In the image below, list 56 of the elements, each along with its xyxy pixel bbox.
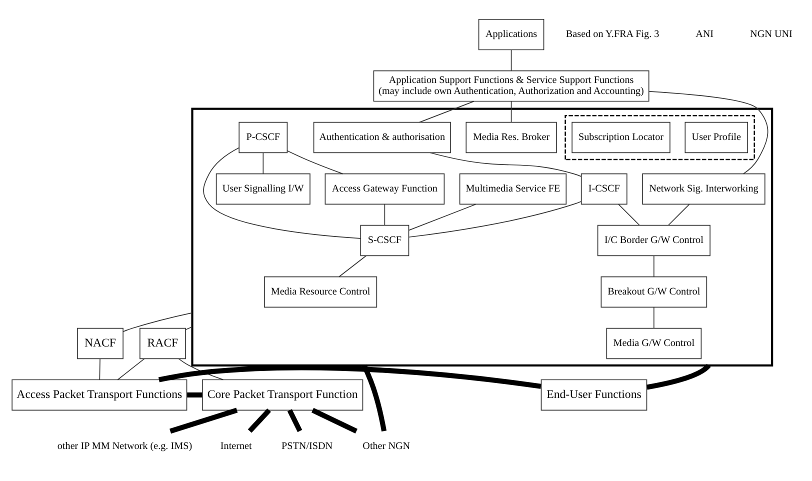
connector bbox=[668, 204, 690, 226]
node-box: Core Packet Transport Function bbox=[202, 379, 364, 411]
label: ANI bbox=[696, 29, 714, 40]
connector bbox=[122, 312, 193, 332]
node-box: Application Support Functions & Service Support Functions (may include own Authentication, Authorization and Accounting) bbox=[373, 70, 650, 102]
node-box: Multimedia Service FE bbox=[459, 173, 567, 205]
node-box: User Signalling I/W bbox=[216, 173, 310, 205]
connector bbox=[248, 408, 271, 433]
node-box: Access Packet Transport Functions bbox=[12, 379, 188, 411]
connector bbox=[648, 91, 768, 174]
node-box: I/C Border G/W Control bbox=[597, 224, 710, 256]
cluster bbox=[191, 108, 774, 366]
node-box: I-CSCF bbox=[580, 173, 628, 205]
node-box: Media Resource Control bbox=[264, 276, 378, 308]
node-box: Media G/W Control bbox=[606, 328, 702, 360]
connector bbox=[618, 204, 640, 226]
connector bbox=[312, 408, 358, 434]
connector bbox=[286, 150, 344, 174]
node-box: RACF bbox=[140, 328, 186, 360]
node-box: Subscription Locator bbox=[572, 122, 670, 154]
node-box: Media Res. Broker bbox=[466, 122, 557, 154]
connector bbox=[510, 100, 512, 123]
node-box: P-CSCF bbox=[238, 122, 288, 154]
node-box: Breakout G/W Control bbox=[600, 276, 708, 308]
node-box: End-User Functions bbox=[540, 379, 648, 411]
connector bbox=[408, 201, 582, 238]
connector bbox=[430, 152, 582, 177]
node-text: Internet bbox=[220, 441, 252, 452]
connector bbox=[99, 358, 100, 380]
node-box: Applications bbox=[478, 18, 544, 50]
node-text: Other NGN bbox=[362, 441, 410, 452]
node-text: other IP MM Network (e.g. IMS) bbox=[57, 441, 192, 452]
connector bbox=[203, 147, 361, 239]
node-box: User Profile bbox=[684, 122, 748, 154]
node-box: Access Gateway Function bbox=[324, 173, 445, 205]
connector bbox=[287, 409, 302, 432]
connector bbox=[158, 365, 542, 389]
connector bbox=[262, 152, 264, 174]
node-text: PSTN/ISDN bbox=[281, 441, 333, 452]
node-box: Authentication & authorisation bbox=[313, 122, 451, 154]
node-box: Network Sig. Interworking bbox=[642, 173, 766, 205]
cluster bbox=[564, 114, 755, 160]
connector bbox=[510, 49, 512, 72]
connector bbox=[185, 326, 193, 330]
connector bbox=[384, 204, 386, 226]
label: Based on Y.FRA Fig. 3 bbox=[566, 29, 660, 40]
label: NGN UNI bbox=[750, 29, 792, 40]
connector bbox=[646, 364, 711, 390]
node-box: S-CSCF bbox=[360, 224, 410, 256]
connector bbox=[187, 392, 202, 398]
connector bbox=[408, 204, 476, 231]
node-box: NACF bbox=[77, 328, 124, 360]
connector bbox=[362, 364, 387, 432]
connector bbox=[170, 408, 238, 434]
connector bbox=[117, 358, 145, 380]
connector bbox=[338, 255, 367, 278]
